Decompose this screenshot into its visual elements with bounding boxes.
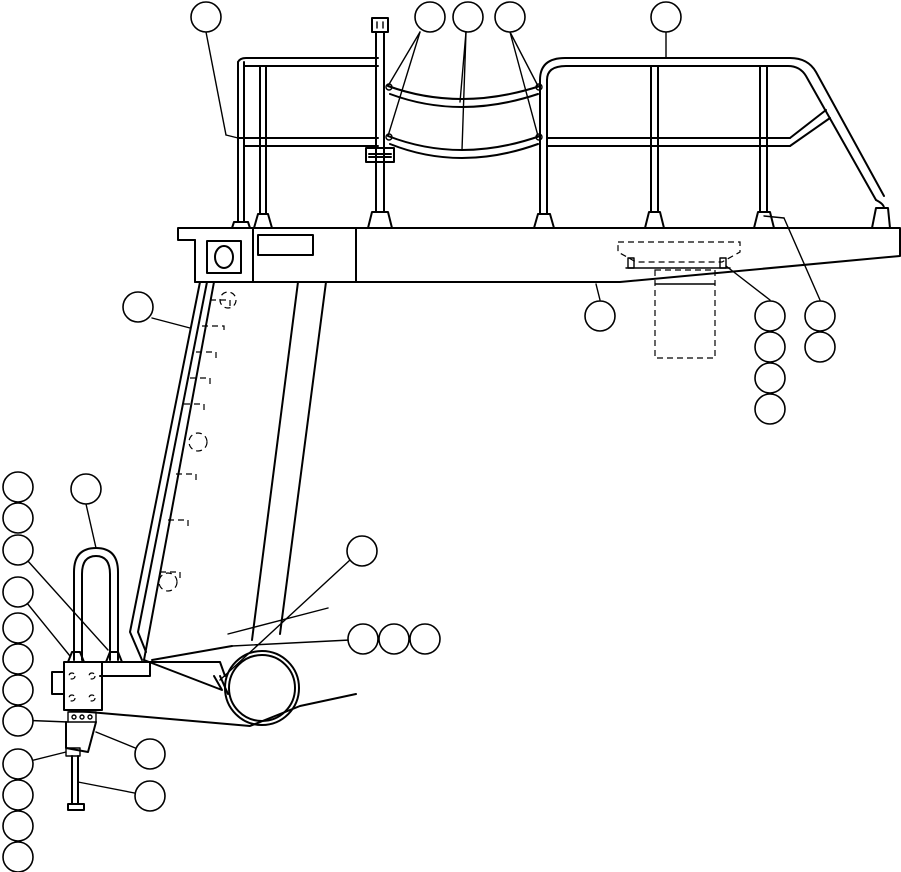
callout-bubble: [2, 779, 34, 811]
callout-bubble: [2, 502, 34, 534]
left-handrail: [231, 57, 379, 229]
callout-bubble: [2, 643, 34, 675]
ladder-rungs-dashed: [158, 291, 237, 592]
callout-bubble: [2, 674, 34, 706]
callout-bubble: [754, 331, 786, 363]
callout-bubble: [70, 473, 102, 505]
callout-bubble: [134, 780, 166, 812]
callout-bubble: [754, 300, 786, 332]
callout-bubble: [346, 535, 378, 567]
callout-bubble: [409, 623, 441, 655]
platform-deck: [177, 227, 901, 283]
callout-bubble: [378, 623, 410, 655]
ladder-pivot-bracket: [65, 607, 357, 727]
callout-bubble: [2, 612, 34, 644]
callout-bubble: [2, 810, 34, 842]
callout-bubble: [2, 576, 34, 608]
ladder-roller: [224, 650, 300, 726]
callout-bubble: [122, 291, 154, 323]
callout-bubble: [2, 841, 34, 872]
right-handrail: [533, 57, 891, 229]
access-ladder: [129, 281, 327, 661]
callout-bubble: [2, 748, 34, 780]
callout-bubble: [134, 738, 166, 770]
callout-bubble: [754, 362, 786, 394]
callout-bubble: [414, 1, 446, 33]
callout-bubble: [452, 1, 484, 33]
callout-bubble: [2, 534, 34, 566]
callout-bubble: [804, 300, 836, 332]
callout-bubble: [347, 623, 379, 655]
callout-bubble: [650, 1, 682, 33]
callout-bubble: [584, 300, 616, 332]
callout-bubble: [2, 705, 34, 737]
callout-bubble: [804, 331, 836, 363]
callout-bubbles: [2, 1, 836, 872]
callout-bubble: [2, 471, 34, 503]
callout-bubble: [494, 1, 526, 33]
callout-bubble: [754, 393, 786, 425]
vertical-post: [365, 17, 395, 229]
mount-plate-dashed: [617, 241, 741, 359]
grab-handle: [67, 547, 123, 663]
lock-pin-assembly: [51, 661, 103, 811]
callout-bubble: [190, 1, 222, 33]
